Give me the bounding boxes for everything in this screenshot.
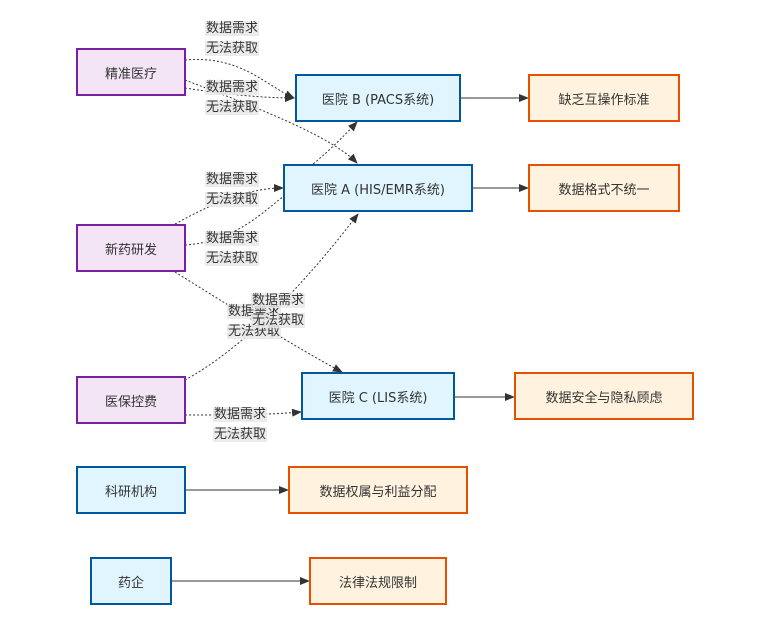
node-issue-security: 数据安全与隐私顾虑: [514, 372, 694, 420]
edge-label: 数据需求无法获取: [205, 21, 260, 56]
edge-precision-to-hospital-b-upper: [184, 58, 295, 99]
node-issue-legal: 法律法规限制: [309, 557, 447, 605]
edge-drug-rd-to-hospital-c: [174, 271, 343, 373]
edge-label: 数据需求无法获取: [205, 231, 260, 266]
node-issue-ownership: 数据权属与利益分配: [288, 466, 468, 514]
edge-precision-to-hospital-b-lower: [184, 87, 295, 102]
node-issue-interop: 缺乏互操作标准: [528, 74, 680, 122]
node-hospital-b: 医院 B (PACS系统): [295, 74, 461, 122]
edge-label: 数据需求无法获取: [205, 172, 260, 207]
edge-label: 数据需求无法获取: [251, 293, 306, 328]
node-issue-format: 数据格式不统一: [528, 164, 680, 212]
edge-drug-rd-to-hospital-a: [174, 184, 284, 225]
node-precision-medicine: 精准医疗: [76, 48, 186, 96]
node-drug-rd: 新药研发: [76, 224, 186, 272]
node-research-institute: 科研机构: [76, 466, 186, 514]
edge-label: 数据需求无法获取: [213, 407, 268, 442]
node-hospital-a: 医院 A (HIS/EMR系统): [283, 164, 473, 212]
node-insurance-control: 医保控费: [76, 376, 186, 424]
node-hospital-c: 医院 C (LIS系统): [301, 372, 455, 420]
node-pharma: 药企: [90, 557, 172, 605]
edge-label: 数据需求无法获取: [205, 80, 260, 115]
